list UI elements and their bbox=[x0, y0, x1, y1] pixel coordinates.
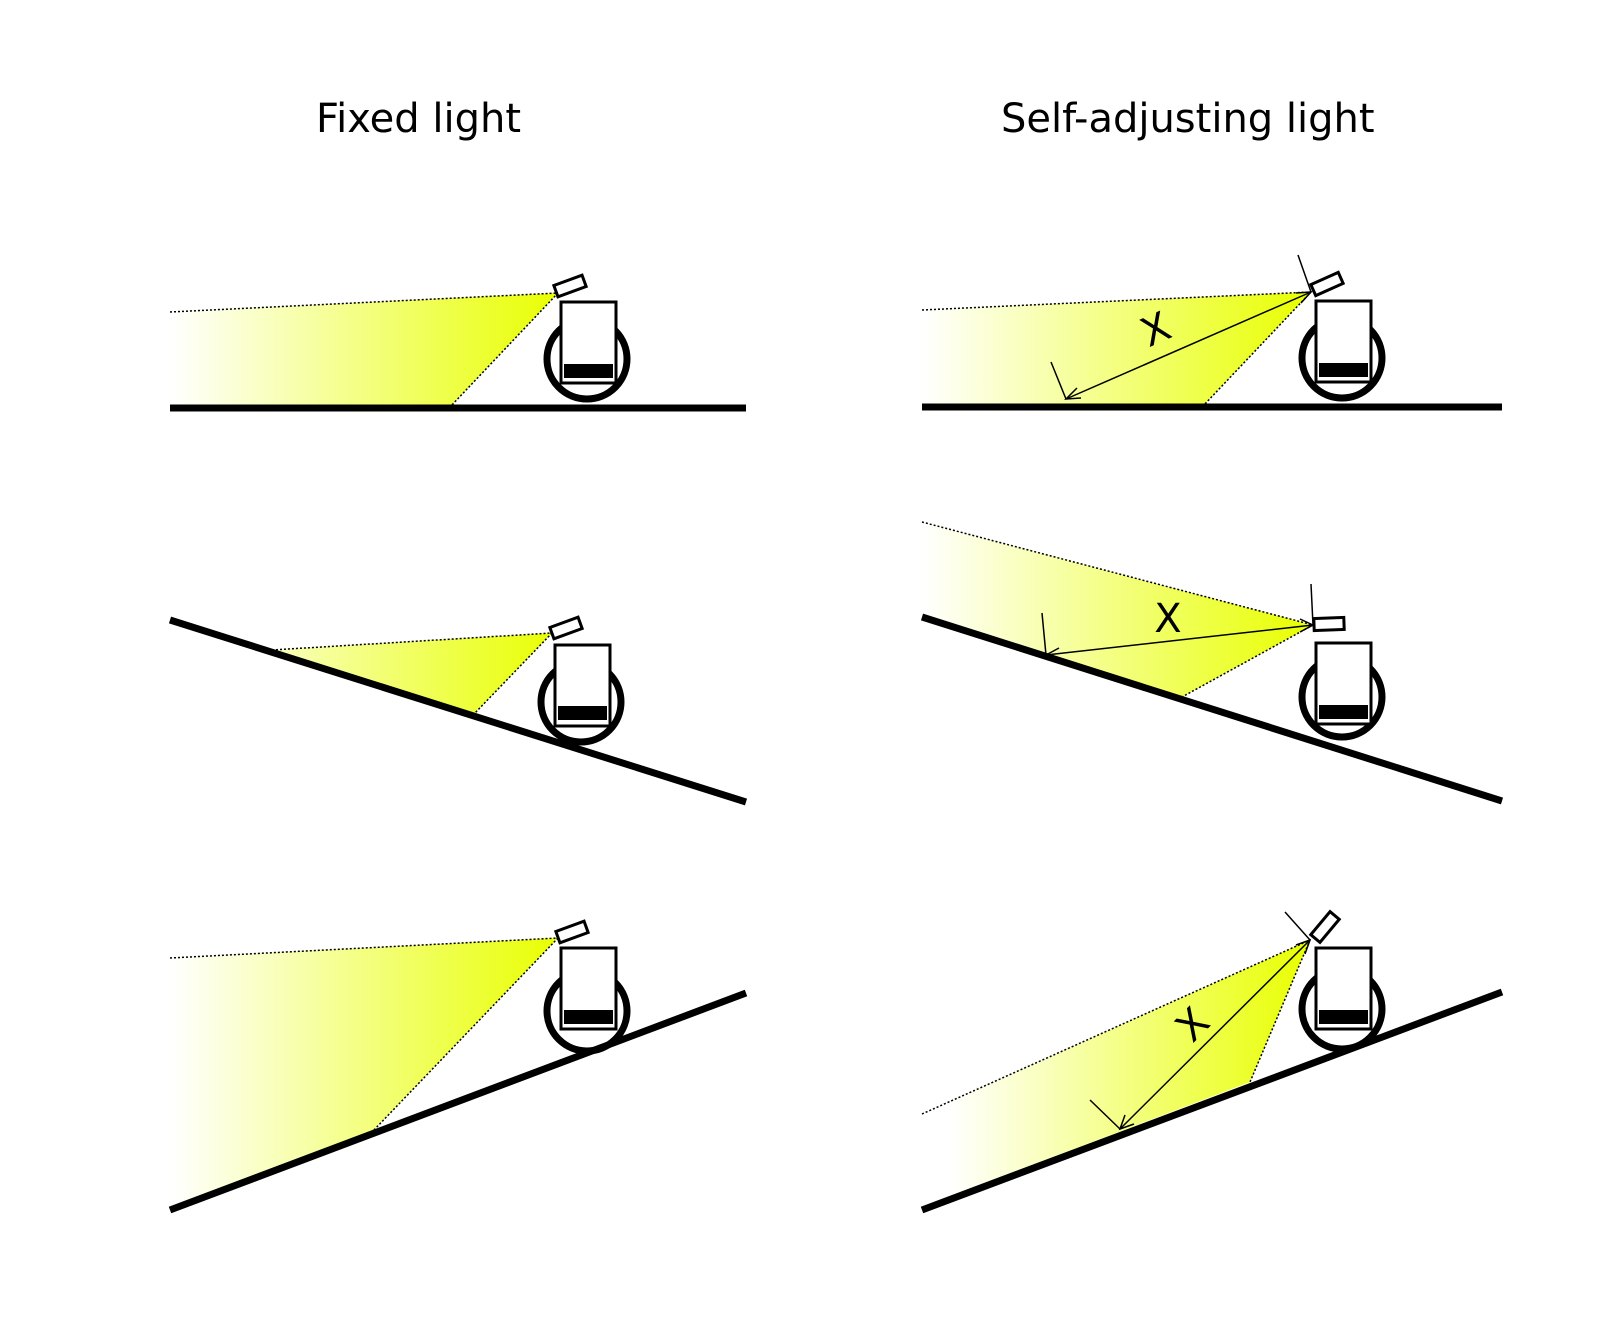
self-adjusting-uphill-scene: X bbox=[920, 909, 1504, 1214]
beam-edge-lower bbox=[372, 937, 559, 1132]
fixed-downhill-scene bbox=[168, 615, 748, 806]
ground-line bbox=[168, 989, 748, 1214]
unicycle-icon bbox=[543, 300, 631, 403]
ground-line bbox=[168, 616, 748, 806]
light-beam bbox=[922, 940, 1310, 1207]
distance-arrow bbox=[1050, 254, 1313, 400]
fixed-light-title: Fixed light bbox=[316, 96, 522, 142]
light-beam bbox=[170, 938, 558, 1210]
beam-edge-lower bbox=[1249, 939, 1311, 1083]
beam-edge-upper bbox=[921, 521, 1314, 626]
distance-label: X bbox=[1154, 596, 1181, 642]
fixed-uphill-scene bbox=[168, 919, 748, 1214]
fixed-flat-scene bbox=[169, 273, 746, 412]
unicycle-icon bbox=[1298, 946, 1386, 1053]
beam-edge-upper bbox=[169, 292, 559, 313]
light-beam bbox=[170, 293, 558, 407]
light-beam bbox=[922, 522, 1313, 697]
distance-arrow bbox=[1089, 911, 1312, 1131]
unicycle-icon bbox=[537, 643, 625, 746]
headlight-icon bbox=[1308, 270, 1346, 298]
headlight-icon bbox=[551, 273, 589, 299]
unicycle-icon bbox=[1298, 641, 1386, 741]
self-adjusting-downhill-scene: X bbox=[920, 521, 1504, 805]
unicycle-icon bbox=[1298, 299, 1386, 402]
beam-edge-upper bbox=[271, 632, 553, 651]
unicycle-icon bbox=[543, 946, 631, 1055]
light-beam bbox=[272, 633, 552, 713]
headlight-icon bbox=[547, 615, 585, 641]
beam-edge-upper bbox=[169, 937, 559, 959]
beam-edge-upper bbox=[921, 291, 1312, 311]
self-adjusting-flat-scene: X bbox=[921, 254, 1502, 411]
beam-edge-lower bbox=[474, 632, 553, 714]
ground-line bbox=[920, 613, 1504, 805]
headlight-icon bbox=[1308, 909, 1342, 945]
headlight-icon bbox=[1312, 615, 1346, 633]
ground-line bbox=[920, 988, 1504, 1214]
beam-edge-lower bbox=[1181, 624, 1314, 698]
self-adjusting-light-title: Self-adjusting light bbox=[1001, 96, 1375, 142]
beam-edge-upper bbox=[921, 939, 1311, 1115]
light-beam bbox=[922, 292, 1311, 406]
headlight-icon bbox=[553, 919, 591, 945]
